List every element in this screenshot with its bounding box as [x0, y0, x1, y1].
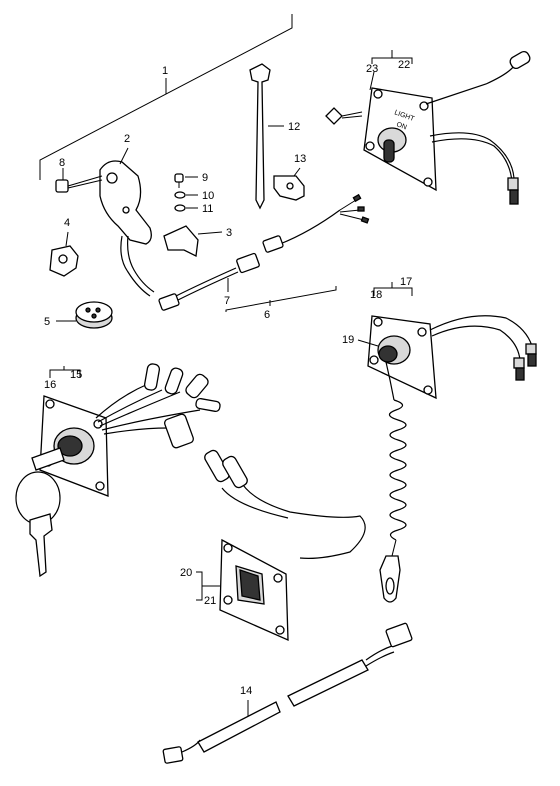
part-11-nut — [174, 204, 198, 212]
part-7-connector-wire — [158, 252, 260, 311]
callout-15: 15 — [70, 369, 82, 381]
part-17-stop-switch — [367, 282, 537, 400]
part-3-clamp — [163, 225, 223, 257]
callout-2: 2 — [124, 133, 130, 145]
callout-14: 14 — [240, 685, 252, 697]
callout-4: 4 — [64, 217, 70, 229]
callout-18: 18 — [370, 289, 382, 301]
callout-21: 21 — [204, 595, 216, 607]
callout-11: 11 — [202, 203, 213, 215]
callout-12: 12 — [288, 121, 300, 133]
part-12-cable-tie — [249, 63, 284, 210]
part-23-screw — [325, 71, 375, 125]
part-8-bolt — [55, 168, 103, 193]
callout-16: 16 — [44, 379, 56, 391]
callout-17: 17 — [400, 276, 412, 288]
callout-7: 7 — [224, 295, 230, 307]
part-9-screw — [174, 173, 198, 188]
callout-10: 10 — [202, 190, 214, 202]
part-6-harness — [225, 193, 370, 312]
callout-19: 19 — [342, 334, 354, 346]
callout-8: 8 — [59, 157, 65, 169]
part-19-lanyard — [357, 339, 407, 603]
callout-3: 3 — [226, 227, 232, 239]
on-plate-label: ON — [395, 121, 407, 131]
callout-23: 23 — [366, 63, 378, 75]
part-13-strap-clip — [273, 167, 305, 201]
part-10-washer — [174, 191, 198, 199]
part-2-throttle-bracket — [99, 147, 155, 297]
group-1-bracket — [39, 14, 293, 180]
callout-13: 13 — [294, 153, 306, 165]
part-22-light-switch: LIGHT ON — [363, 50, 531, 205]
callout-6: 6 — [264, 309, 270, 321]
part-14-extension-harness — [162, 622, 413, 764]
part-5-grommet — [56, 301, 113, 329]
part-4-clip — [49, 231, 79, 277]
callout-1: 1 — [162, 65, 168, 77]
callout-5: 5 — [44, 316, 50, 328]
part-15-main-switch — [15, 363, 221, 578]
callout-22: 22 — [398, 59, 410, 71]
callout-9: 9 — [202, 172, 208, 184]
part-20-switch-plate — [196, 449, 366, 642]
callout-20: 20 — [180, 567, 192, 579]
